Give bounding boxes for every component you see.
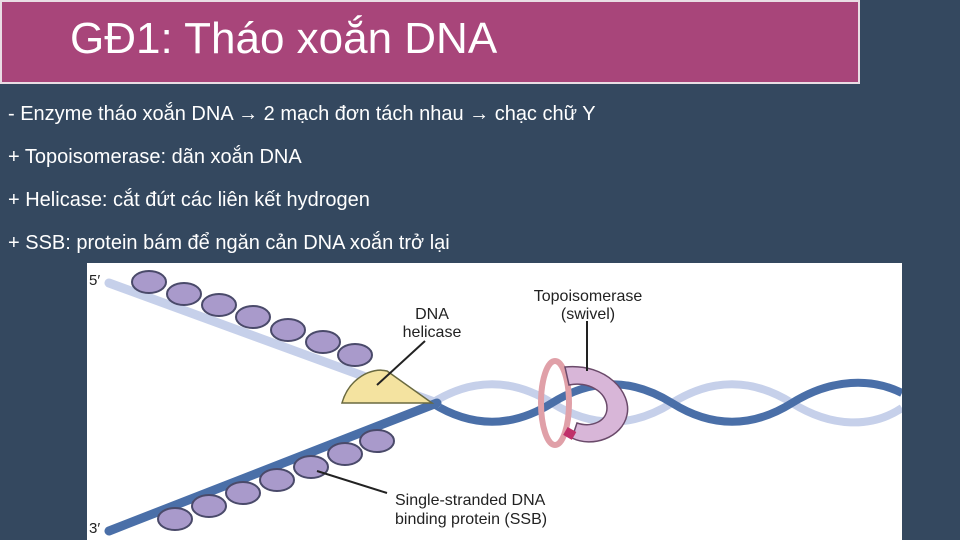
label-ssb-line1: Single-stranded DNA — [395, 492, 546, 509]
bullet-helicase: + Helicase: cắt đứt các liên kết hydroge… — [8, 189, 370, 211]
ssb-protein — [359, 429, 395, 453]
topoisomerase-ring — [538, 358, 572, 448]
replication-fork-diagram: 5′ 3′ DNA helicase Topoisomerase (swivel… — [87, 263, 902, 540]
label-helicase-line2: helicase — [403, 324, 462, 341]
ssb-protein — [327, 442, 363, 466]
ssb-upper-group — [131, 270, 373, 367]
slide-title: GĐ1: Tháo xoắn DNA — [70, 14, 498, 63]
ssb-protein — [235, 305, 271, 329]
bullet-ssb: + SSB: protein bám để ngăn cản DNA xoắn … — [8, 232, 450, 254]
ssb-protein — [166, 282, 202, 306]
bullet-list: - Enzyme tháo xoắn DNA → 2 mạch đơn tách… — [8, 100, 908, 272]
ssb-protein — [259, 468, 295, 492]
label-five-prime: 5′ — [89, 272, 100, 289]
ssb-protein — [270, 318, 306, 342]
helicase-pointer — [376, 340, 426, 386]
label-topoisomerase-line2: (swivel) — [561, 306, 615, 323]
label-helicase-line1: DNA — [415, 306, 449, 323]
ssb-pointer — [316, 470, 388, 494]
helix-strand-front — [429, 378, 902, 426]
label-three-prime: 3′ — [89, 520, 100, 537]
ssb-protein — [191, 494, 227, 518]
label-topoisomerase-line1: Topoisomerase — [534, 288, 643, 305]
ssb-protein — [201, 293, 237, 317]
ssb-lower-group — [157, 429, 395, 531]
ssb-protein — [305, 330, 341, 354]
helicase-wedge — [341, 369, 435, 404]
ssb-protein — [131, 270, 167, 294]
lower-template-strand — [104, 398, 442, 536]
label-ssb-line2: binding protein (SSB) — [395, 511, 547, 528]
bullet-enzyme: - Enzyme tháo xoắn DNA → 2 mạch đơn tách… — [8, 103, 596, 125]
bullet-topoisomerase: + Topoisomerase: dãn xoắn DNA — [8, 146, 302, 168]
diagram-svg: 5′ 3′ DNA helicase Topoisomerase (swivel… — [89, 270, 902, 537]
title-bar: GĐ1: Tháo xoắn DNA — [0, 0, 860, 84]
topoisomerase-active-site — [563, 427, 577, 440]
ssb-protein — [293, 455, 329, 479]
ssb-protein — [157, 507, 193, 531]
ssb-protein — [337, 343, 373, 367]
ssb-protein — [225, 481, 261, 505]
topoisomerase-body — [564, 365, 629, 443]
